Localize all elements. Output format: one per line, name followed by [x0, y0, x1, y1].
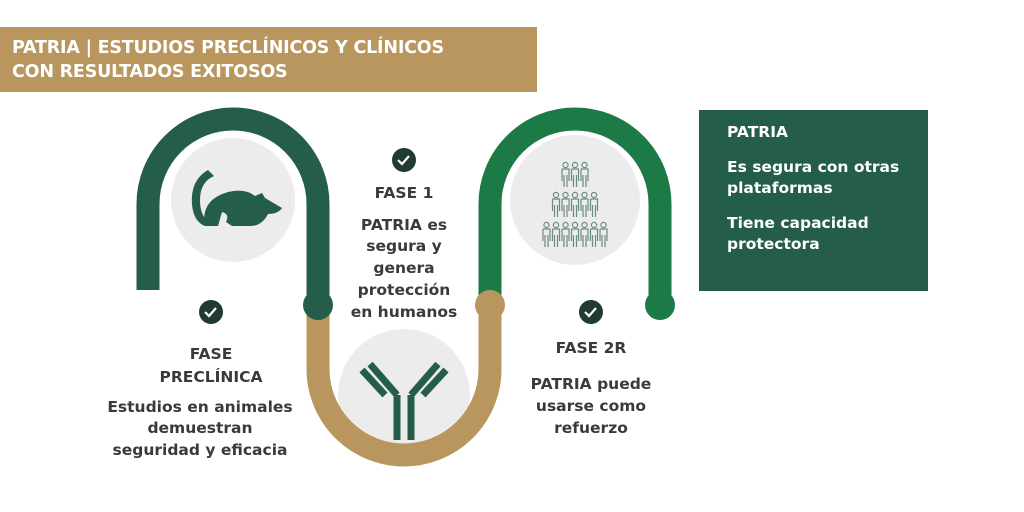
phase1-desc: PATRIA es	[361, 216, 447, 234]
title-banner: PATRIA | ESTUDIOS PRECLÍNICOS Y CLÍNICOS…	[0, 27, 537, 92]
summary-heading: PATRIA	[727, 123, 789, 141]
phase2r-title: FASE 2R	[556, 339, 627, 357]
preclinical-desc: demuestran	[147, 419, 252, 437]
title-line-1: PATRIA | ESTUDIOS PRECLÍNICOS Y CLÍNICOS	[12, 38, 444, 58]
check-icon	[579, 300, 603, 324]
phase1-desc: en humanos	[351, 303, 458, 321]
check-icon	[199, 300, 223, 324]
end-dot	[645, 290, 675, 320]
rat-icon	[191, 170, 282, 226]
preclinical-arch	[136, 107, 330, 305]
check-icon	[392, 148, 416, 172]
phase2r-desc: usarse como	[536, 397, 646, 415]
phase2r-arch	[478, 107, 672, 305]
summary-box: PATRIA Es segura con otras plataformas T…	[699, 110, 928, 291]
summary-point-2: Tiene capacidad protectora	[727, 214, 869, 253]
phase1-desc: protección	[358, 281, 451, 299]
phase2r-desc: PATRIA puede	[531, 375, 652, 393]
people-group-icon	[542, 161, 608, 247]
preclinical-title-2: PRECLÍNICA	[159, 367, 262, 386]
phase2r-icon-circle	[510, 135, 640, 265]
phase2r-desc: refuerzo	[554, 419, 628, 437]
phase1-title: FASE 1	[375, 184, 434, 202]
preclinical-title: FASE	[190, 345, 233, 363]
connector-dot	[475, 290, 505, 320]
preclinical-desc: seguridad y eficacia	[113, 441, 288, 459]
summary-point-1: Es segura con otras plataformas	[727, 158, 900, 197]
antibody-icon	[359, 361, 449, 440]
connector-dot	[303, 290, 333, 320]
phase1-desc: genera	[373, 259, 434, 277]
preclinical-desc: Estudios en animales	[107, 398, 292, 416]
title-line-2: CON RESULTADOS EXITOSOS	[12, 62, 288, 82]
phase1-u-path	[306, 305, 502, 467]
phase1-desc: segura y	[366, 237, 441, 255]
phase1-icon-circle	[338, 329, 470, 461]
